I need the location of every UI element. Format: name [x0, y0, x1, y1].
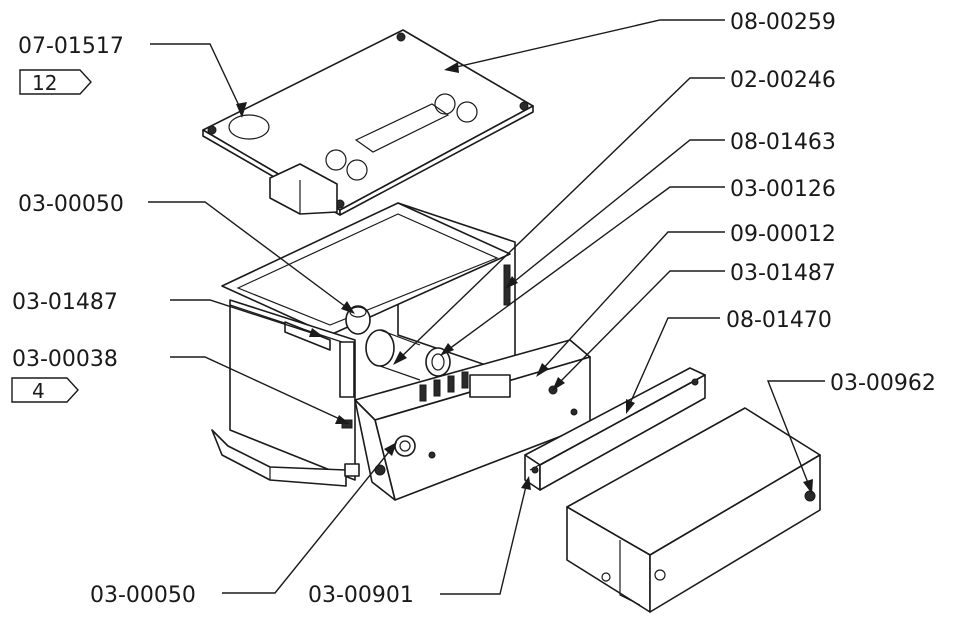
callout-03-00038: 03-00038	[12, 347, 118, 372]
callout-03-01487-right: 03-01487	[730, 261, 836, 286]
quantity-flag-top: 12	[19, 69, 92, 95]
quantity-flag-mid: 4	[11, 377, 79, 403]
callout-03-00050-left: 03-00050	[18, 192, 124, 217]
terminal-cover	[566, 407, 821, 613]
callout-08-01463: 08-01463	[730, 130, 836, 155]
callout-03-01487-left: 03-01487	[12, 290, 118, 315]
quantity-flag-top-value: 12	[32, 71, 57, 95]
callout-07-01517: 07-01517	[18, 34, 124, 59]
quantity-flag-mid-value: 4	[32, 379, 45, 403]
callout-03-00050-bottom: 03-00050	[90, 583, 196, 608]
terminal-box	[341, 305, 591, 501]
callout-09-00012: 09-00012	[730, 222, 836, 247]
callout-08-01470: 08-01470	[726, 308, 832, 333]
top-cover-plate	[202, 29, 534, 216]
callout-03-00901: 03-00901	[308, 583, 414, 608]
callout-03-00126: 03-00126	[730, 177, 836, 202]
callout-03-00962: 03-00962	[830, 371, 936, 396]
leader-lines	[148, 19, 825, 595]
callout-08-00259: 08-00259	[730, 10, 836, 35]
callout-02-00246: 02-00246	[730, 68, 836, 93]
main-enclosure	[211, 202, 516, 487]
din-rail	[524, 367, 706, 491]
